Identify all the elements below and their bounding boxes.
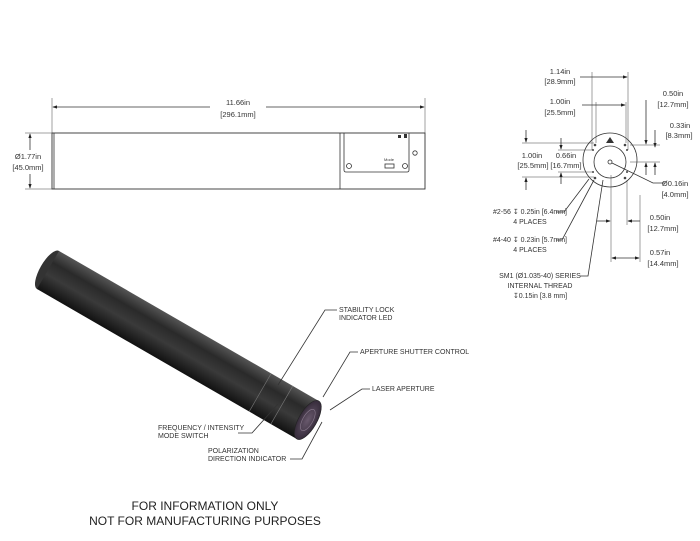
note-4-40-thread: #4-40 ↧ 0.23in [5.7mm] (493, 236, 567, 244)
right2-mm: [8.3mm] (665, 131, 692, 140)
callout-aperture-shutter: APERTURE SHUTTER CONTROL (360, 349, 469, 356)
width1-in: 1.14in (550, 67, 570, 76)
callout-polarization-1: POLARIZATION (208, 448, 259, 455)
callout-stability-lock-1: STABILITY LOCK (339, 307, 395, 314)
length-dimension-mm: [296.1mm] (220, 110, 255, 119)
diameter-dimension-in: Ø1.77in (15, 152, 41, 161)
mode-switch (384, 163, 395, 169)
note-sm1-depth: ↧0.15in [3.8 mm] (513, 292, 567, 300)
side-view: 11.66in [296.1mm] Mode Ø1.77in [45.0mm] (12, 98, 426, 190)
right1-mm: [12.7mm] (657, 100, 688, 109)
hole-diameter-mm: [4.0mm] (661, 190, 688, 199)
callout-mode-switch-2: MODE SWITCH (158, 433, 209, 440)
left2-mm: [16.7mm] (550, 161, 581, 170)
hole-diameter-in: Ø0.16in (662, 179, 688, 188)
end-view: 1.14in [28.9mm] 1.00in [25.5mm] 0.50in [… (493, 67, 693, 300)
laser-body-3d (35, 250, 322, 440)
note-2-56-thread: #2-56 ↧ 0.25in [6.4mm] (493, 208, 567, 216)
control-panel (343, 133, 410, 173)
width1-mm: [28.9mm] (544, 77, 575, 86)
left1-in: 1.00in (522, 151, 542, 160)
note-2-56-places: 4 PLACES (513, 219, 547, 226)
callout-laser-aperture: LASER APERTURE (372, 386, 435, 393)
note-sm1-internal: INTERNAL THREAD (508, 283, 573, 290)
length-dimension-in: 11.66in (226, 98, 250, 107)
bottom2-in: 0.57in (650, 248, 670, 257)
right2-in: 0.33in (670, 121, 690, 130)
iso-view: STABILITY LOCK INDICATOR LED APERTURE SH… (35, 250, 469, 463)
width2-mm: [25.5mm] (544, 108, 575, 117)
callout-mode-switch-1: FREQUENCY / INTENSITY (158, 425, 245, 432)
left1-mm: [25.5mm] (517, 161, 548, 170)
note-4-40-places: 4 PLACES (513, 247, 547, 254)
bottom2-mm: [14.4mm] (647, 259, 678, 268)
bottom1-in: 0.50in (650, 213, 670, 222)
callout-stability-lock-2: INDICATOR LED (339, 315, 392, 322)
laser-body-side (51, 132, 426, 190)
footer-not-for-manufacturing: NOT FOR MANUFACTURING PURPOSES (89, 514, 321, 528)
callout-polarization-2: DIRECTION INDICATOR (208, 456, 286, 463)
mode-label: Mode (384, 157, 395, 162)
left2-in: 0.66in (556, 151, 576, 160)
width2-in: 1.00in (550, 97, 570, 106)
bottom1-mm: [12.7mm] (647, 224, 678, 233)
end-face-outer (582, 132, 638, 188)
footer-info-only: FOR INFORMATION ONLY (132, 499, 279, 513)
note-sm1-thread: SM1 (Ø1.035-40) SERIES (499, 273, 581, 280)
right1-in: 0.50in (663, 89, 683, 98)
diameter-dimension-mm: [45.0mm] (12, 163, 43, 172)
